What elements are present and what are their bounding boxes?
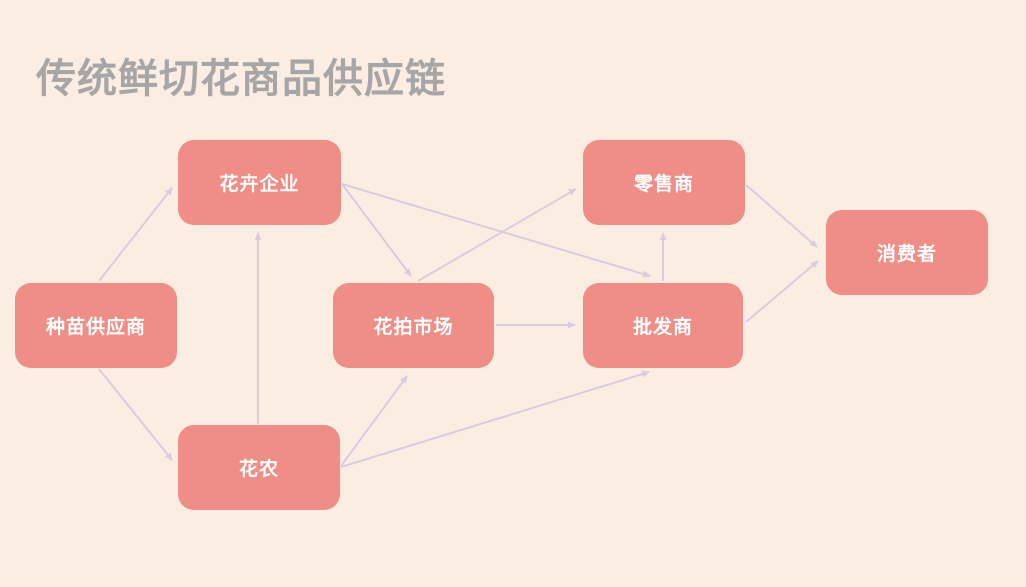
edge-flower-farmer-to-wholesaler <box>340 370 650 468</box>
edge-flower-enterprise-to-wholesaler <box>341 183 651 278</box>
edge-flower-farmer-to-flower-auction-market <box>340 375 408 467</box>
node-label: 花拍市场 <box>373 317 454 338</box>
slide-title: 传统鲜切花商品供应链 <box>36 57 446 101</box>
node-wholesaler: 批发商 <box>583 283 743 368</box>
node-label: 消费者 <box>876 244 937 265</box>
node-flower-auction-market: 花拍市场 <box>333 283 494 368</box>
edge-wholesaler-to-consumer <box>745 260 819 323</box>
node-label: 花卉企业 <box>219 174 300 195</box>
node-consumer: 消费者 <box>826 210 988 295</box>
node-seedling-supplier: 种苗供应商 <box>15 283 177 368</box>
node-flower-farmer: 花农 <box>178 425 340 510</box>
node-retailer: 零售商 <box>583 140 745 225</box>
node-flower-enterprise: 花卉企业 <box>178 140 341 225</box>
edge-flower-enterprise-to-flower-auction-market <box>341 183 412 277</box>
edge-seedling-supplier-to-flower-enterprise <box>98 187 173 282</box>
node-label: 批发商 <box>632 317 693 338</box>
node-label: 花农 <box>238 459 279 480</box>
edge-flower-auction-market-to-retailer <box>417 188 577 282</box>
node-label: 种苗供应商 <box>45 317 146 338</box>
node-label: 零售商 <box>633 174 694 195</box>
edge-seedling-supplier-to-flower-farmer <box>98 368 173 461</box>
edge-retailer-to-consumer <box>745 184 818 248</box>
